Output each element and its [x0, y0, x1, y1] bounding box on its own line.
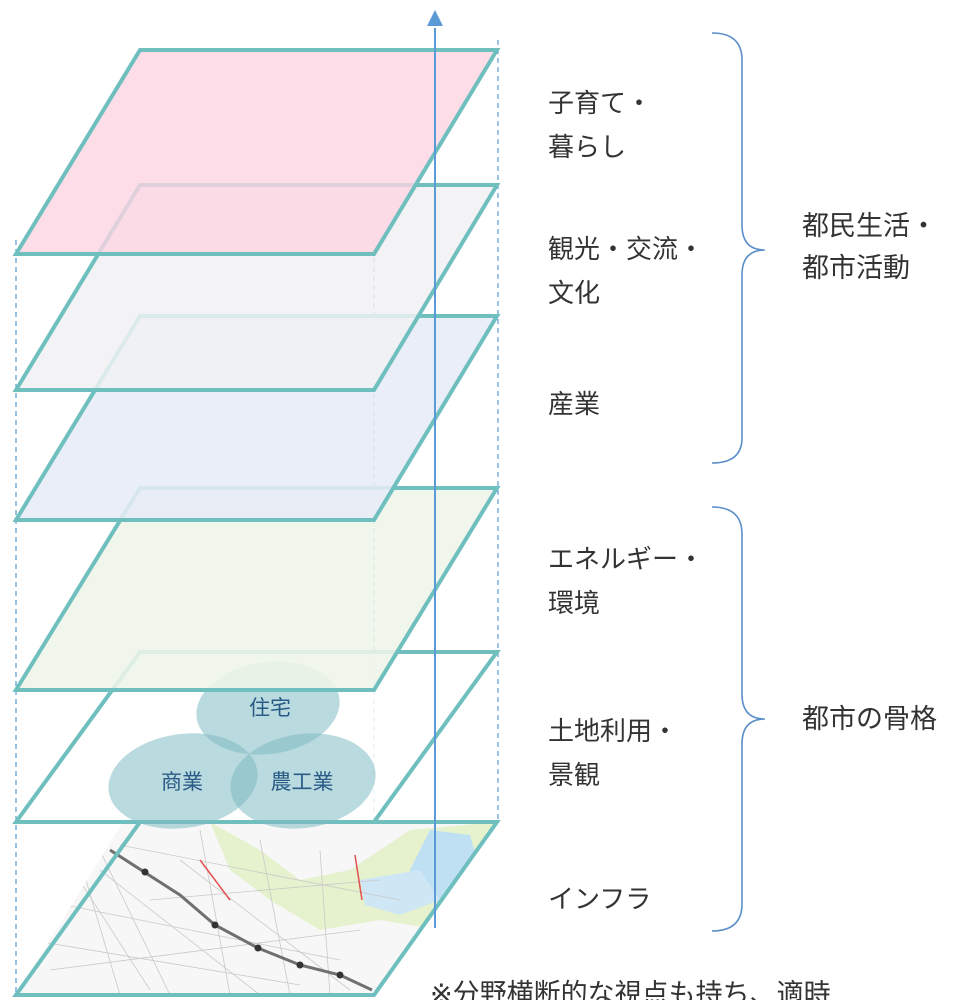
group-label-lower: 都市の骨格	[802, 699, 937, 741]
group-label-upper: 都民生活・ 都市活動	[802, 206, 937, 290]
map-image	[16, 822, 497, 995]
brace-lower	[711, 506, 766, 932]
zone-agri-industry-ellipse	[230, 733, 376, 829]
layer-label-childcare: 子育て・ 暮らし	[548, 82, 652, 170]
layer-infra-map	[12, 820, 501, 997]
axis-arrow-head	[427, 10, 443, 26]
zone-housing-label: 住宅	[249, 696, 291, 720]
zone-agri-industry-label: 農工業	[270, 770, 334, 794]
layer-label-industry-line1: 産業	[548, 390, 601, 420]
layer-label-tourism-line2: 文化	[548, 279, 601, 309]
zone-commerce-label: 商業	[161, 770, 203, 794]
footnote: ※分野横断的な視点も持ち、適時	[430, 979, 831, 1000]
layer-label-landuse: 土地利用・ 景観	[548, 710, 678, 798]
layer-label-industry: 産業	[548, 383, 600, 427]
group-label-upper-line1: 都民生活・	[802, 211, 937, 242]
layer-label-energy: エネルギー・ 環境	[548, 538, 704, 626]
group-label-lower-line1: 都市の骨格	[802, 704, 937, 735]
layer-label-childcare-line1: 子育て・	[548, 89, 653, 119]
layer-label-energy-line2: 環境	[548, 589, 601, 619]
layer-label-childcare-line2: 暮らし	[548, 133, 627, 163]
brace-upper	[711, 32, 766, 464]
layer-label-infra: インフラ	[548, 878, 651, 922]
layer-label-landuse-line2: 景観	[548, 761, 601, 791]
group-label-upper-line2: 都市活動	[802, 253, 910, 284]
layer-label-landuse-line1: 土地利用・	[548, 717, 679, 747]
zone-commerce-ellipse	[108, 733, 258, 829]
layer-label-infra-line1: インフラ	[548, 885, 652, 915]
layer-label-tourism-line1: 観光・交流・	[548, 235, 705, 265]
layer-label-energy-line1: エネルギー・	[548, 545, 705, 575]
layer-childcare	[12, 48, 501, 256]
layer-label-tourism: 観光・交流・ 文化	[548, 228, 704, 316]
